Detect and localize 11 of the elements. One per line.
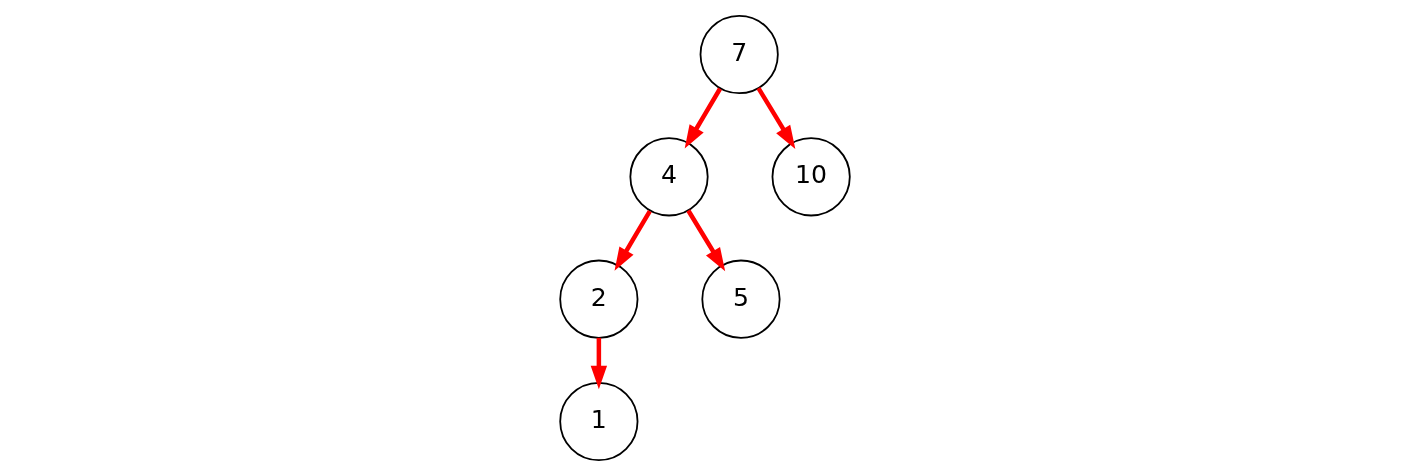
node-circle: 2 [558,259,638,339]
arrow [684,87,722,149]
node-circle: 5 [700,259,781,339]
node-circle: 10 [771,137,851,217]
node-circle: 1 [558,381,638,462]
node-circle: 4 [628,137,709,217]
arrow [685,209,725,272]
arrow [756,86,795,149]
arrow [614,209,652,271]
arrow [590,337,607,390]
node-circle: 7 [699,14,779,95]
